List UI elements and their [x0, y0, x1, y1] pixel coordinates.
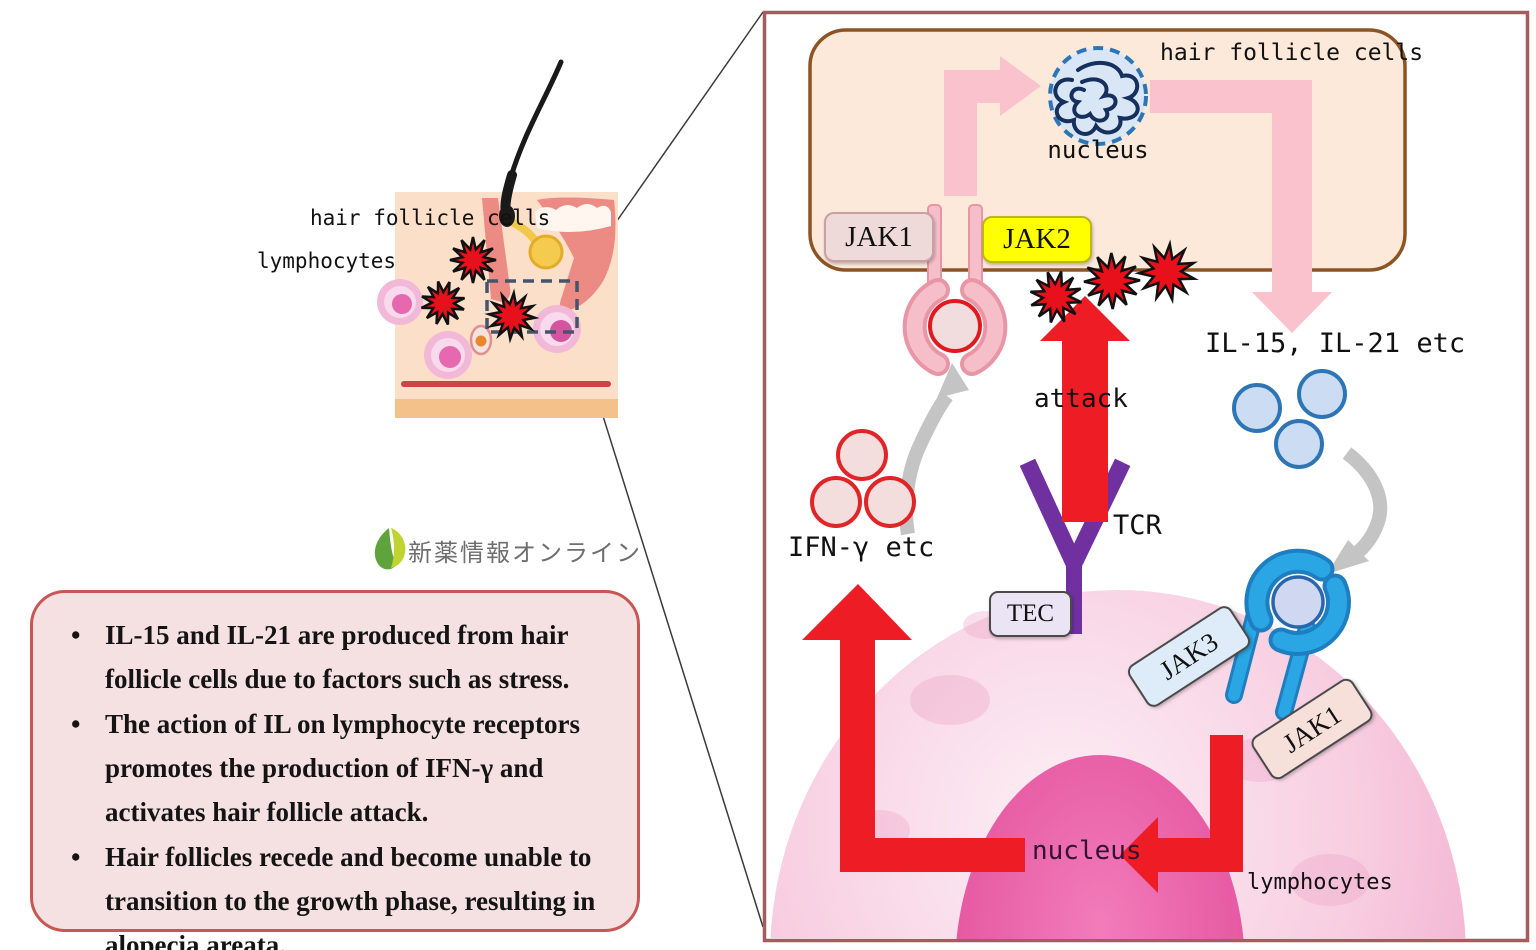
summary-bullet: The action of IL on lymphocyte receptors…: [63, 702, 619, 834]
lymphocytes-label: lymphocytes: [1247, 870, 1393, 895]
il-molecule-icon: [1297, 369, 1347, 419]
inset-hair-follicle-cells-label: hair follicle cells: [310, 206, 551, 230]
il-molecule-icon: [1232, 383, 1282, 433]
follicle-nucleus: [1048, 46, 1148, 146]
inset-lymphocytes: [377, 279, 581, 379]
lymphocyte-nucleus: [550, 320, 572, 342]
leaf-logo-icon: [374, 528, 406, 570]
ifn-gamma-label: IFN-γ etc: [788, 532, 935, 563]
tcr-arm: [1019, 458, 1083, 569]
site-logo-text: 新薬情報オンライン: [408, 539, 642, 567]
il-molecules: [1232, 369, 1347, 469]
gray-arrow-head: [937, 363, 969, 398]
chromatin-scribble: [1053, 60, 1140, 136]
attack-burst-icon: [1029, 270, 1083, 324]
zoom-connector-line-bottom: [576, 332, 764, 928]
lymphocyte-nucleus-label: nucleus: [1032, 836, 1142, 866]
bound-ifn-ligand: [928, 299, 982, 353]
il-molecule-icon: [1274, 419, 1324, 469]
receptor-arc: [1272, 577, 1347, 652]
attack-burst-icon: [420, 280, 466, 326]
attack-burst-icon: [1083, 252, 1141, 310]
gray-arrow-head: [1327, 540, 1369, 574]
leaf-light-petal: [391, 528, 406, 568]
gray-arrow-shaft: [1342, 447, 1388, 565]
il-receptor: [1225, 548, 1351, 721]
skin-inset-illustration: [377, 59, 618, 418]
inset-lymphocytes-label: lymphocytes: [257, 249, 397, 273]
signal-arrow-to-ifn: [802, 584, 1025, 872]
hair-bulb-core: [475, 335, 487, 347]
panel-hair-follicle-cells-label: hair follicle cells: [1160, 40, 1424, 66]
signal-arrow-to-nucleus: [1120, 735, 1243, 893]
summary-bullet: IL-15 and IL-21 are produced from hair f…: [63, 613, 619, 701]
jak1-top-badge: JAK1: [824, 212, 934, 262]
lymphocyte-nucleus-body: [956, 755, 1244, 939]
attack-burst-icon: [484, 288, 540, 344]
bound-il-ligand: [1271, 575, 1325, 629]
attack-arrow: [1040, 296, 1130, 522]
tec-badge: TEC: [989, 591, 1072, 637]
ifn-molecule-icon: [836, 429, 888, 481]
tcr-label: TCR: [1113, 510, 1162, 541]
summary-callout: IL-15 and IL-21 are produced from hair f…: [30, 590, 640, 950]
hair-strand: [502, 59, 564, 217]
hair-root: [499, 205, 515, 227]
lymphocyte-nucleus: [439, 346, 461, 368]
il-to-receptor-arrow: [1327, 447, 1388, 574]
receptor-arc: [964, 282, 1004, 372]
lymphocyte-nucleus: [392, 294, 412, 314]
summary-bullet-list: IL-15 and IL-21 are produced from hair f…: [63, 613, 619, 950]
attack-burst-icon: [449, 236, 497, 284]
jak2-badge: JAK2: [982, 216, 1092, 263]
summary-bullet: Hair follicles recede and become unable …: [63, 835, 619, 950]
leaf-dark-petal: [374, 528, 396, 570]
attack-burst-icon: [1134, 239, 1199, 305]
attack-label: attack: [1034, 384, 1128, 414]
il-15-il-21-label: IL-15, IL-21 etc: [1205, 328, 1466, 359]
chromatin-scribble: [1069, 77, 1118, 123]
ifn-molecule-icon: [810, 476, 862, 528]
follicle-wall: [482, 198, 511, 302]
texture-spot: [910, 675, 990, 725]
skin-deep-layer: [395, 399, 618, 418]
receptor-arc: [906, 282, 946, 372]
inset-selection-box: [485, 279, 579, 334]
texture-spot: [1290, 854, 1370, 906]
sebaceous-gland: [528, 234, 564, 270]
nucleus-to-il-arrow: [1150, 80, 1332, 333]
receptor-to-nucleus-arrow: [944, 56, 1041, 196]
follicle-inner: [535, 204, 611, 233]
blood-vessel: [401, 381, 611, 387]
receptor-arc: [1248, 552, 1331, 629]
ifn-receptor: [902, 204, 1008, 376]
ifn-molecules: [810, 429, 916, 528]
ifn-molecule-icon: [864, 476, 916, 528]
follicle-nucleus-label: nucleus: [1047, 136, 1149, 164]
